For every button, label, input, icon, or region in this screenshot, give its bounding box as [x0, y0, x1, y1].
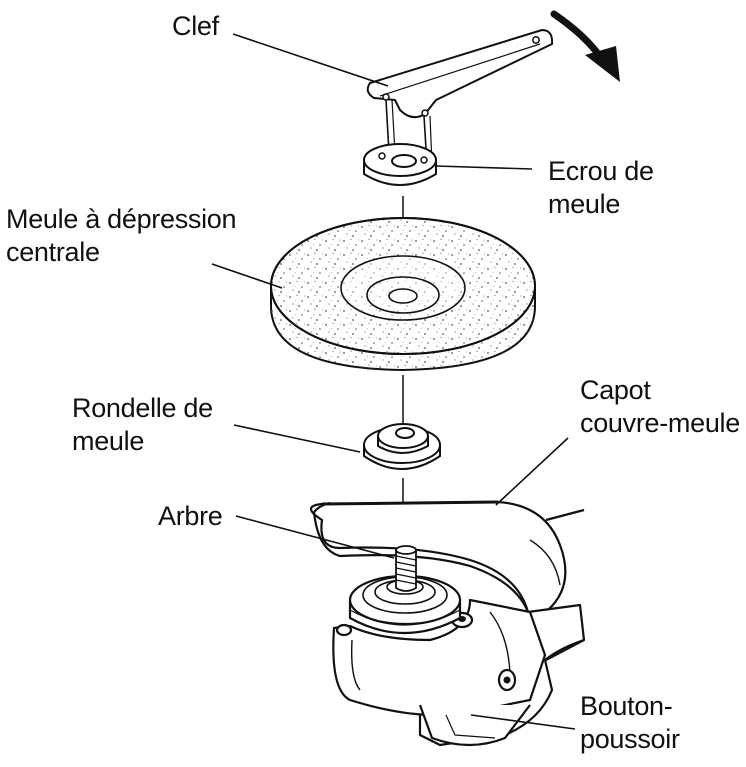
rotation-arrow: [550, 10, 620, 82]
leader-lines: [211, 33, 576, 730]
leader-wheel: [211, 263, 283, 289]
leader-guard: [495, 437, 569, 506]
spindle-part: [395, 545, 417, 592]
label-wheel-washer: Rondelle de meule: [72, 393, 213, 456]
label-wrench: Clef: [172, 11, 219, 41]
wheel-washer-part: [363, 423, 441, 470]
label-wheel-nut: Ecrou de meule: [548, 156, 654, 219]
leader-wrench: [232, 33, 389, 87]
label-lock-button: Bouton- poussoir: [580, 691, 680, 754]
label-wheel-guard: Capot couvre-meule: [580, 375, 740, 438]
label-spindle: Arbre: [158, 501, 223, 531]
label-grinding-wheel: Meule à dépression centrale: [6, 204, 237, 267]
leader-lock-button: [470, 714, 576, 730]
leader-wheel-nut: [435, 165, 533, 170]
wheel-nut-part: [363, 143, 437, 186]
grinding-wheel-part: [270, 217, 536, 372]
leader-washer: [233, 424, 361, 453]
wrench-part: [366, 29, 554, 166]
leader-spindle: [235, 515, 395, 559]
